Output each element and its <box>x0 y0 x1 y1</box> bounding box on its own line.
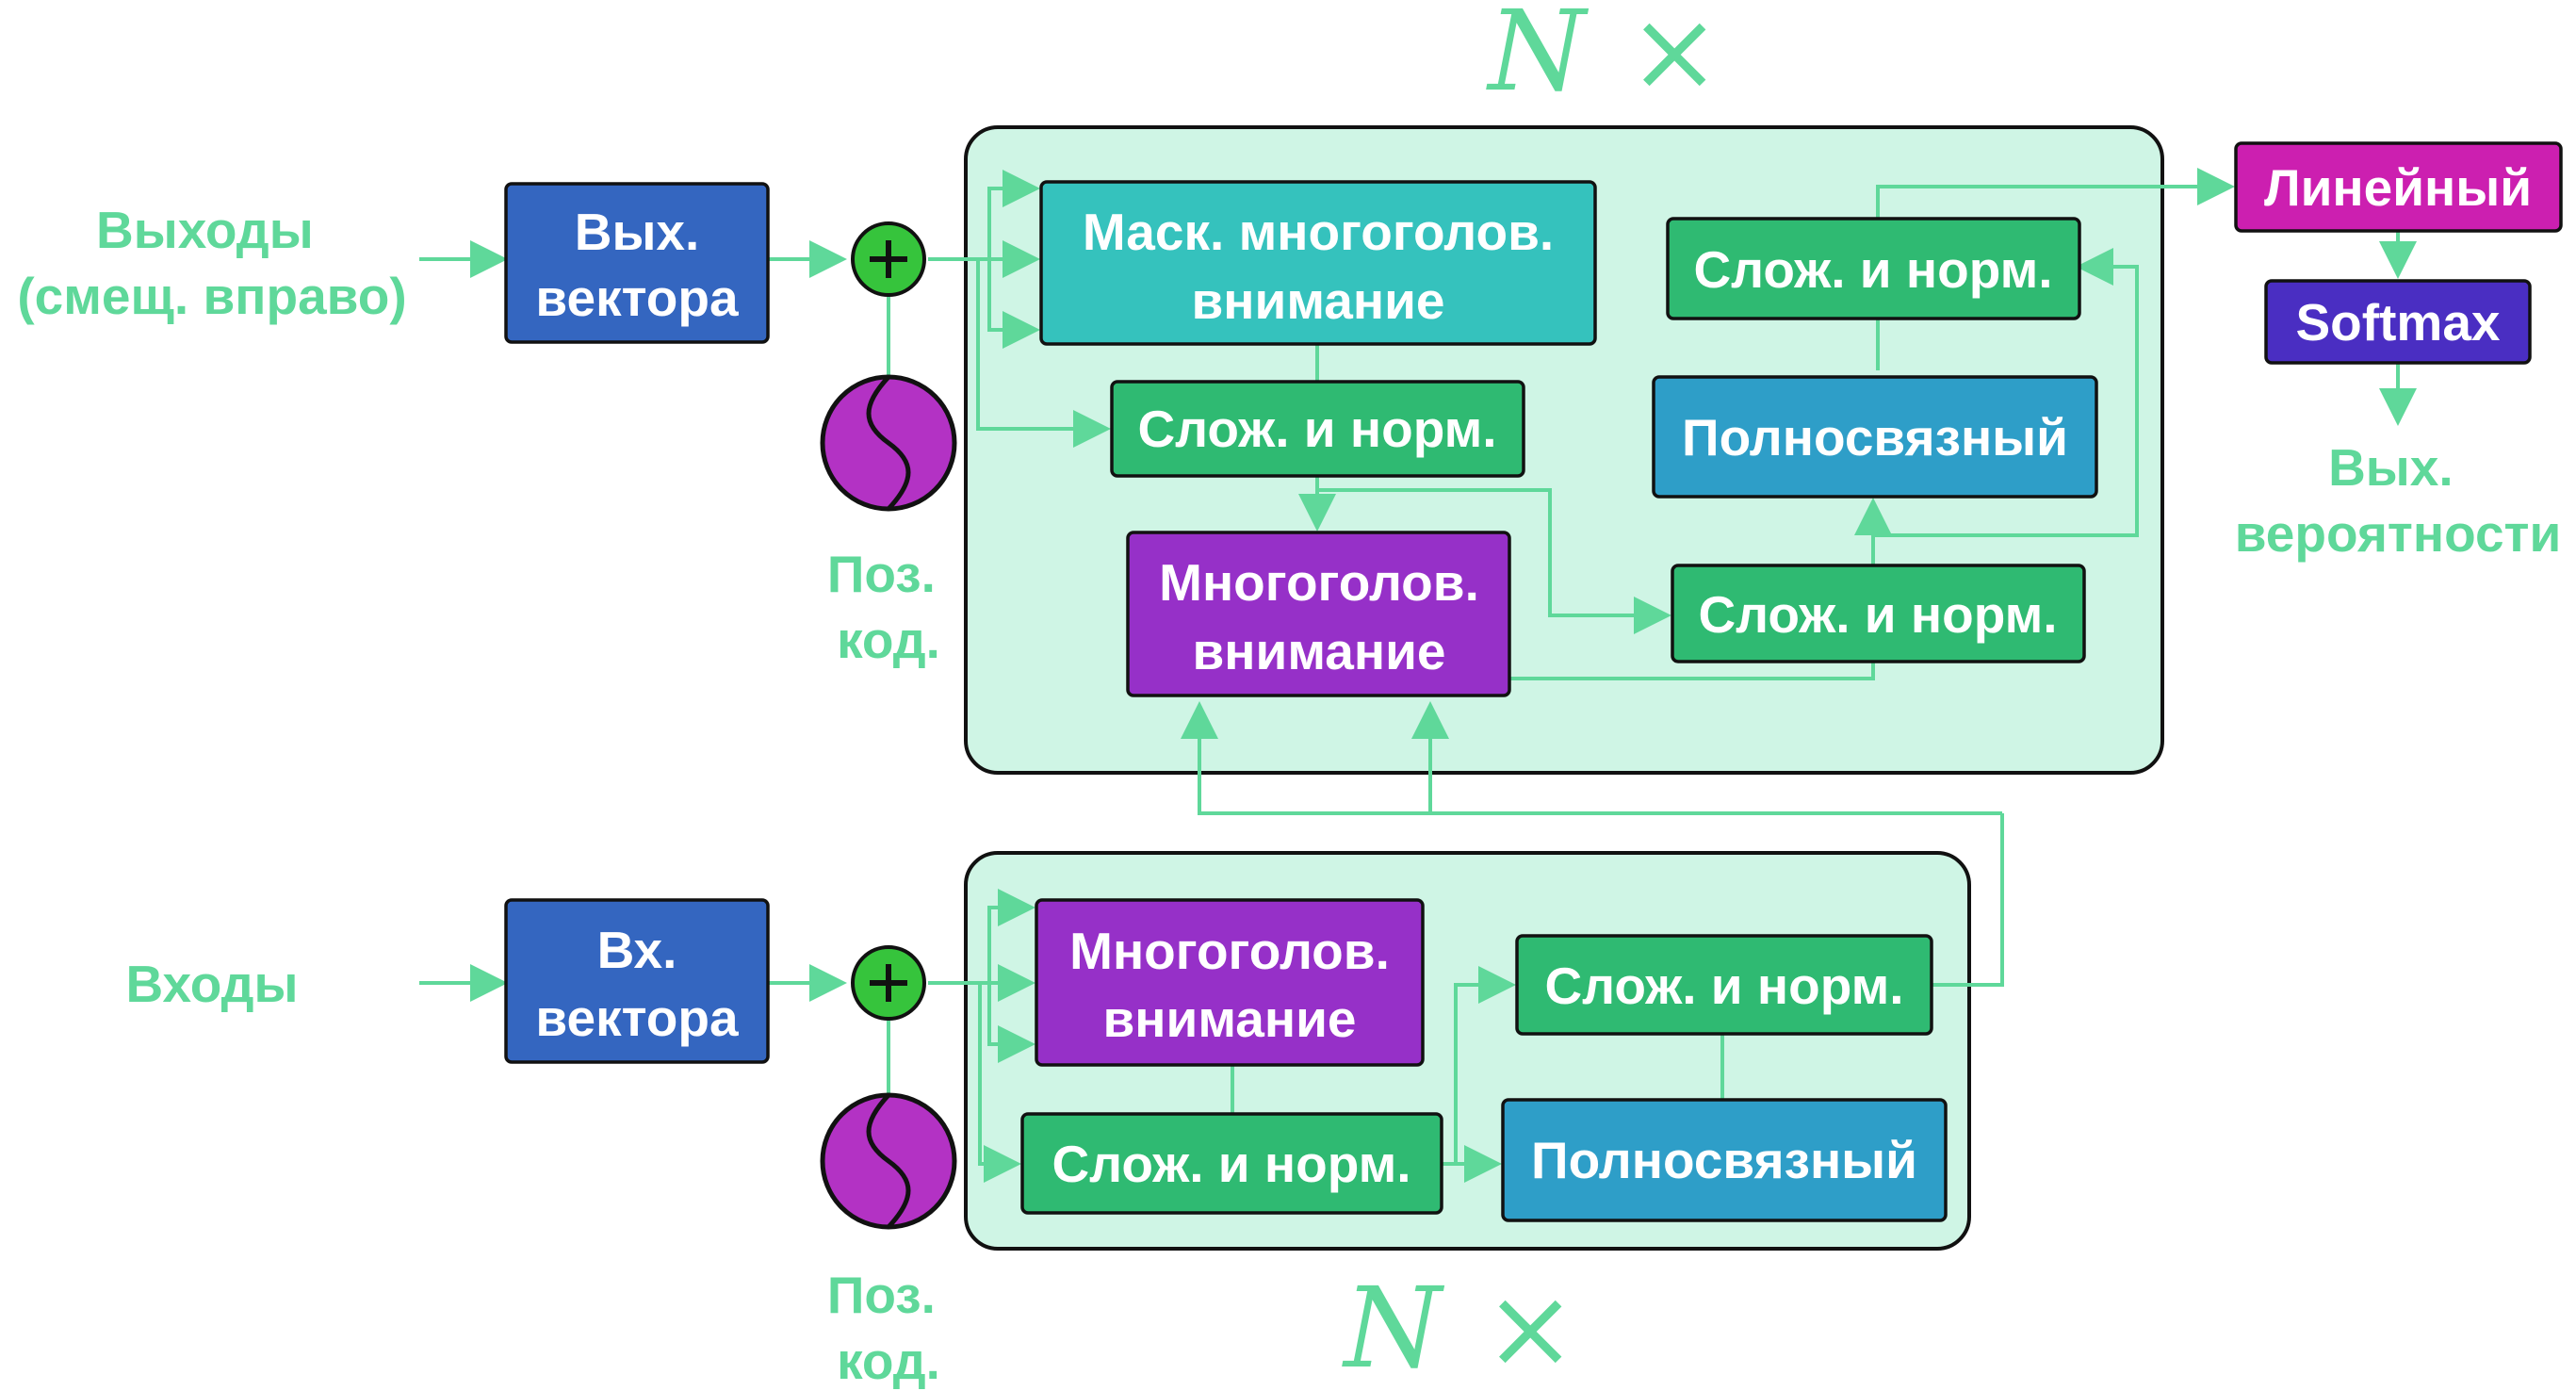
encoder-positional-encoding-icon <box>820 1092 957 1230</box>
masked-multihead-attention-box: Маск. многоголов.внимание <box>1039 180 1597 346</box>
decoder-repeat-label: N× <box>1485 0 1720 116</box>
svg-text:Softmax: Softmax <box>2296 293 2501 352</box>
svg-text:Слож. и норм.: Слож. и норм. <box>1052 1135 1410 1193</box>
linear-box: Линейный <box>2234 141 2563 233</box>
output-probabilities-label: Вых. вероятности <box>2235 438 2562 563</box>
svg-text:Маск. многоголов.внимание: Маск. многоголов.внимание <box>1083 203 1554 330</box>
connection-wires <box>419 168 2417 1183</box>
encoder-add-norm-2-box: Слож. и норм. <box>1515 934 1933 1036</box>
softmax-box: Softmax <box>2264 279 2532 365</box>
decoder-positional-encoding-icon <box>820 374 957 512</box>
decoder-add-norm-2-box: Слож. и норм. <box>1671 564 2086 663</box>
decoder-add-norm-1-box: Слож. и норм. <box>1110 380 1525 478</box>
svg-text:Слож. и норм.: Слож. и норм. <box>1698 585 2057 644</box>
decoder-plus-icon <box>851 221 926 297</box>
encoder-input-label: Входы <box>126 955 299 1013</box>
svg-text:Полносвязный: Полносвязный <box>1682 408 2068 466</box>
svg-text:Многоголов.внимание: Многоголов.внимание <box>1069 922 1390 1048</box>
svg-text:Полносвязный: Полносвязный <box>1531 1131 1917 1189</box>
encoder-repeat-label: N× <box>1341 1263 1576 1391</box>
encoder-feed-forward-box: Полносвязный <box>1501 1098 1948 1222</box>
svg-text:Линейный: Линейный <box>2264 158 2532 217</box>
decoder-add-norm-3-box: Слож. и норм. <box>1666 217 2081 320</box>
svg-text:Слож. и норм.: Слож. и норм. <box>1693 240 2052 299</box>
decoder-feed-forward-box: Полносвязный <box>1652 375 2098 499</box>
svg-text:Слож. и норм.: Слож. и норм. <box>1137 400 1496 458</box>
decoder-pos-encoding-label: Поз. код. <box>827 545 950 669</box>
decoder-input-label: Выходы (смещ. вправо) <box>17 201 406 325</box>
encoder-add-norm-1-box: Слож. и норм. <box>1020 1112 1443 1215</box>
input-embedding-box: Вх.вектора <box>504 898 770 1064</box>
output-embedding-box: Вых.вектора <box>504 182 770 344</box>
svg-text:Вх.вектора: Вх.вектора <box>535 921 739 1047</box>
svg-text:Вых.вектора: Вых.вектора <box>535 203 739 327</box>
svg-text:Слож. и норм.: Слож. и норм. <box>1544 957 1903 1015</box>
encoder-attention-box: Многоголов.внимание <box>1035 898 1425 1067</box>
encoder-pos-encoding-label: Поз. код. <box>827 1266 950 1390</box>
encoder-plus-icon <box>851 945 926 1021</box>
svg-text:Многоголов.внимание: Многоголов.внимание <box>1159 553 1479 680</box>
cross-attention-box: Многоголов.внимание <box>1126 531 1511 697</box>
